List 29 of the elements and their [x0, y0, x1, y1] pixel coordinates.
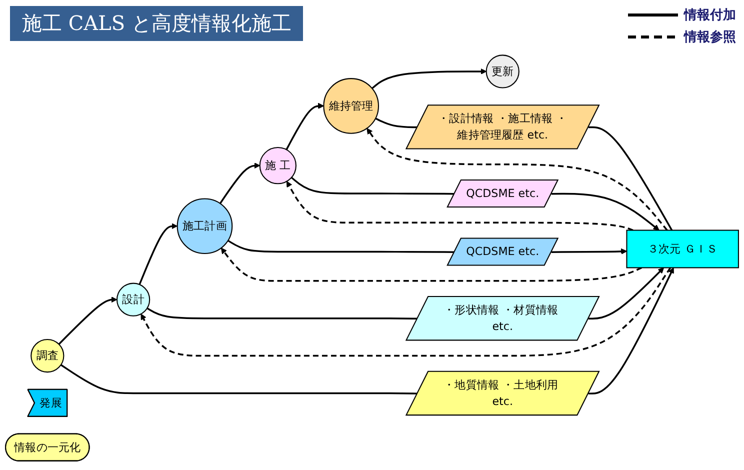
- node-circle: 維持管理: [323, 78, 380, 134]
- arrow: [140, 267, 672, 357]
- arrow: [366, 128, 668, 231]
- node-circle: 更新: [486, 54, 520, 88]
- arrow: [58, 296, 118, 345]
- node-box: ３次元 ＧＩＳ: [626, 230, 739, 268]
- arrow: [220, 248, 642, 282]
- connector: [588, 126, 673, 231]
- title-banner: 施工 CALS と高度情報化施工: [10, 6, 304, 41]
- connector: [375, 118, 418, 128]
- arrow: [372, 68, 487, 90]
- node-circle: 設計: [116, 282, 150, 316]
- legend-label: 情報参照: [684, 29, 736, 46]
- arrow: [138, 223, 178, 285]
- arrow: [588, 267, 674, 394]
- arrow: [551, 248, 628, 254]
- connector: [290, 176, 455, 195]
- arrow: [286, 102, 324, 150]
- connector: [228, 240, 455, 253]
- node-circle: 調査: [30, 338, 64, 373]
- arrow: [588, 267, 664, 320]
- arrow: [286, 181, 634, 232]
- node-circle: 施工計画: [176, 198, 233, 254]
- connector: [146, 307, 418, 320]
- arrow: [219, 162, 260, 204]
- legend-label: 情報付加: [684, 7, 736, 24]
- arrow: [551, 192, 660, 231]
- connector: [60, 364, 418, 394]
- node-circle: 施 工: [259, 147, 296, 184]
